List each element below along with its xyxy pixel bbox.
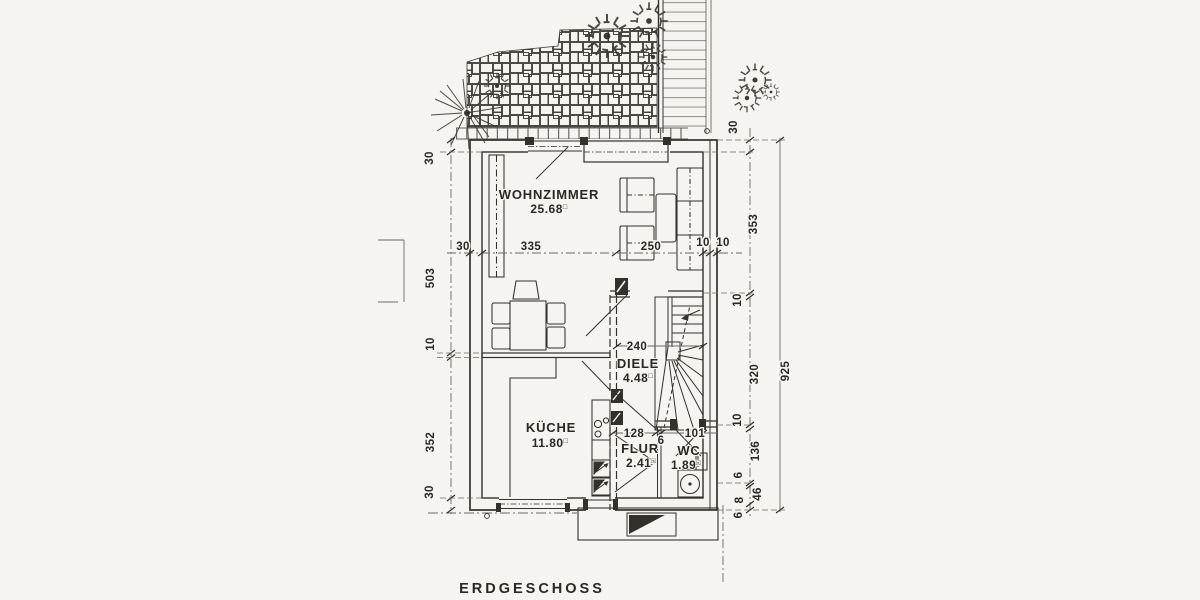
dining-chair bbox=[512, 280, 540, 300]
dim-flur-width: 128 bbox=[624, 428, 645, 440]
room-area-wc: 1.89□ bbox=[671, 458, 701, 472]
dim-right-wall-top: 30 bbox=[728, 120, 740, 134]
entrance-steps-hatch bbox=[629, 515, 665, 534]
coffee-table bbox=[655, 193, 677, 243]
stair-direction-arrow bbox=[681, 309, 701, 321]
dim-diele-width: 240 bbox=[627, 341, 647, 353]
tree-icon bbox=[737, 62, 773, 98]
stove bbox=[591, 459, 611, 496]
dim-width-wall-left: 30 bbox=[456, 241, 470, 253]
dim-width-living: 335 bbox=[521, 241, 542, 253]
dimension-lines bbox=[437, 128, 785, 518]
dim-right-8: 8 bbox=[734, 496, 746, 503]
room-area-diele: 4.48□ bbox=[623, 371, 653, 385]
sofa bbox=[676, 167, 704, 271]
sink-counter bbox=[591, 399, 611, 497]
dim-left-wall-mid: 10 bbox=[425, 337, 437, 351]
dining-chair bbox=[491, 327, 511, 350]
dim-width-wall-outer: 10 bbox=[716, 237, 730, 249]
dining-table bbox=[509, 300, 547, 351]
door-swings bbox=[581, 294, 702, 493]
kitchen-counter-edge bbox=[509, 357, 557, 497]
entrance-porch bbox=[484, 128, 739, 585]
dining-chair bbox=[491, 302, 511, 325]
kitchen-door-frame-a bbox=[611, 389, 623, 403]
dim-right-hall-depth: 320 bbox=[749, 364, 761, 384]
large-tree-icon bbox=[430, 78, 504, 150]
room-area-kueche: 11.80□ bbox=[532, 436, 569, 450]
diele-door-frame bbox=[615, 278, 628, 295]
neighbour-plot-lines bbox=[378, 239, 577, 514]
terrace-door-bay bbox=[525, 137, 671, 164]
tree-icon bbox=[732, 83, 762, 113]
dim-right-wall-mid: 10 bbox=[732, 293, 744, 307]
armchair bbox=[619, 225, 655, 261]
room-area-wohnzimmer: 25.68□ bbox=[530, 202, 568, 216]
room-label-kueche: KÜCHE bbox=[526, 420, 576, 435]
garden-path-hatch bbox=[657, 0, 712, 133]
wall-unit bbox=[488, 154, 505, 278]
dim-right-6b: 6 bbox=[733, 512, 745, 519]
dim-right-wc-depth: 136 bbox=[750, 441, 762, 461]
dim-right-wall-wc: 10 bbox=[732, 413, 744, 427]
room-area-flur: 2.41□ bbox=[626, 456, 656, 470]
dim-wc-width: 101 bbox=[685, 428, 706, 440]
room-label-flur: FLUR bbox=[621, 441, 659, 456]
terrace-window bbox=[528, 139, 584, 153]
kitchen-window bbox=[496, 497, 570, 512]
door-frames bbox=[611, 278, 706, 430]
entrance-door-opening bbox=[583, 497, 618, 511]
dining-chair bbox=[546, 326, 566, 349]
dim-width-sitting: 250 bbox=[641, 241, 661, 253]
dining-chair bbox=[546, 302, 566, 325]
room-label-diele: DIELE bbox=[617, 356, 659, 371]
dim-left-wall-bottom: 30 bbox=[424, 485, 436, 499]
dim-total-height: 925 bbox=[780, 361, 792, 382]
staircase bbox=[654, 296, 704, 431]
dim-partition: 6 bbox=[658, 435, 665, 447]
kitchen-door-frame-b bbox=[611, 411, 623, 425]
dim-right-living-depth: 353 bbox=[748, 214, 760, 234]
kitchen-fixtures bbox=[509, 357, 611, 497]
dim-left-wall-top: 30 bbox=[424, 151, 436, 165]
page-title: ERDGESCHOSS bbox=[459, 581, 605, 597]
room-label-wohnzimmer: WOHNZIMMER bbox=[499, 187, 599, 202]
dim-width-wall-inner: 10 bbox=[696, 237, 710, 249]
dim-right-6a: 6 bbox=[733, 472, 745, 479]
dim-right-46: 46 bbox=[752, 487, 764, 501]
dim-left-kitchen-depth: 352 bbox=[425, 432, 437, 452]
toilet bbox=[677, 469, 704, 498]
armchair bbox=[619, 177, 655, 213]
room-label-wc: WC bbox=[677, 443, 700, 458]
wc-fixtures bbox=[677, 452, 708, 498]
window-leader-line bbox=[535, 146, 569, 180]
dim-left-living-depth: 503 bbox=[425, 268, 437, 288]
tree-symbols bbox=[430, 1, 781, 150]
